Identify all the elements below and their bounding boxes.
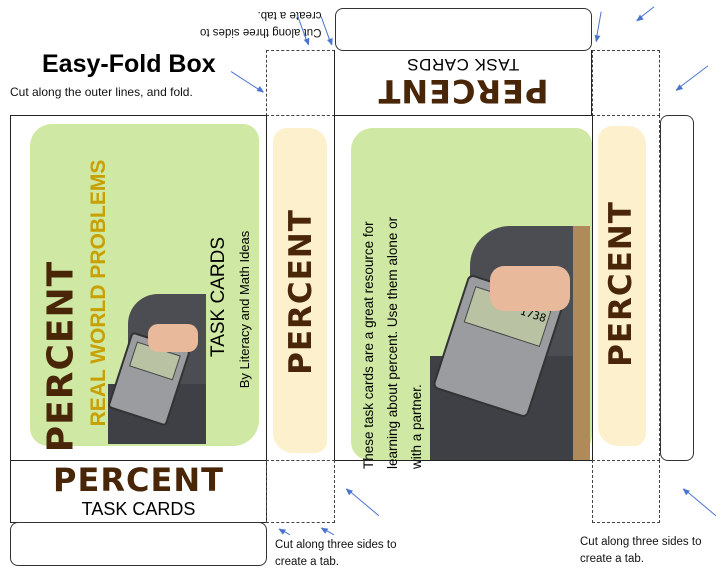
tab-note-line: Cut along three sides to [580,536,702,548]
spine-right: PERCENT [592,115,660,461]
top-left-flap [266,50,335,116]
arrow-icon [230,71,264,93]
spine-left: PERCENT [266,115,335,461]
arrow-icon [595,11,602,42]
arrow-icon [346,488,380,517]
page-title: Easy-Fold Box [42,50,216,78]
top-right-flap [592,50,660,116]
arrow-icon [279,528,291,536]
back-description: These task cards are a great resource fo… [357,139,429,469]
front-byline: By Literacy and Math Ideas [237,230,252,389]
bottom-label: TASK CARDS [81,499,196,519]
tab-note-line: create a tab. [275,556,339,568]
description-line: learning about percent. Use them alone o… [385,216,400,469]
spine-background [598,126,646,446]
front-label: TASK CARDS [208,236,229,357]
tab-note-line: create a tab. [580,553,644,565]
bottom-left-flap [266,460,335,523]
front-title: PERCENT [40,260,82,453]
tab-note-line: create a tab. [257,9,322,21]
top-glue-tab [335,8,592,51]
description-line: These task cards are a great resource fo… [361,221,376,469]
description-line: with a partner. [409,384,424,469]
bottom-right-flap [592,460,660,523]
lid-title: PERCENT [377,72,549,110]
arrow-icon [320,16,332,46]
tab-note-bottom-right: Cut along three sides to create a tab. [580,534,701,568]
lid-panel: TASK CARDS PERCENT [334,50,592,116]
tab-note-line: Cut along three sides to [275,539,397,551]
arrow-icon [321,527,335,536]
instruction-text: Cut along the outer lines, and fold. [10,85,193,99]
bottom-glue-tab [10,522,267,566]
lid-label: TASK CARDS [406,55,520,74]
front-panel: PERCENT REAL WORLD PROBLEMS TASK CARDS B… [10,115,267,461]
arrow-icon [636,6,655,21]
back-panel: 1738 These task cards are a great resour… [334,115,592,469]
bottom-title: PERCENT [53,461,224,499]
spine-background [273,128,327,453]
bottom-panel: PERCENT TASK CARDS [10,460,267,523]
tab-note-bottom-left: Cut along three sides to create a tab. [275,537,396,571]
calculator-image: 1738 [430,226,590,460]
calculator-image [108,294,206,444]
arrow-icon [683,488,717,517]
arrow-icon [675,65,709,91]
side-glue-tab [660,115,694,461]
spine-title: PERCENT [603,201,639,367]
spine-title: PERCENT [283,209,319,375]
